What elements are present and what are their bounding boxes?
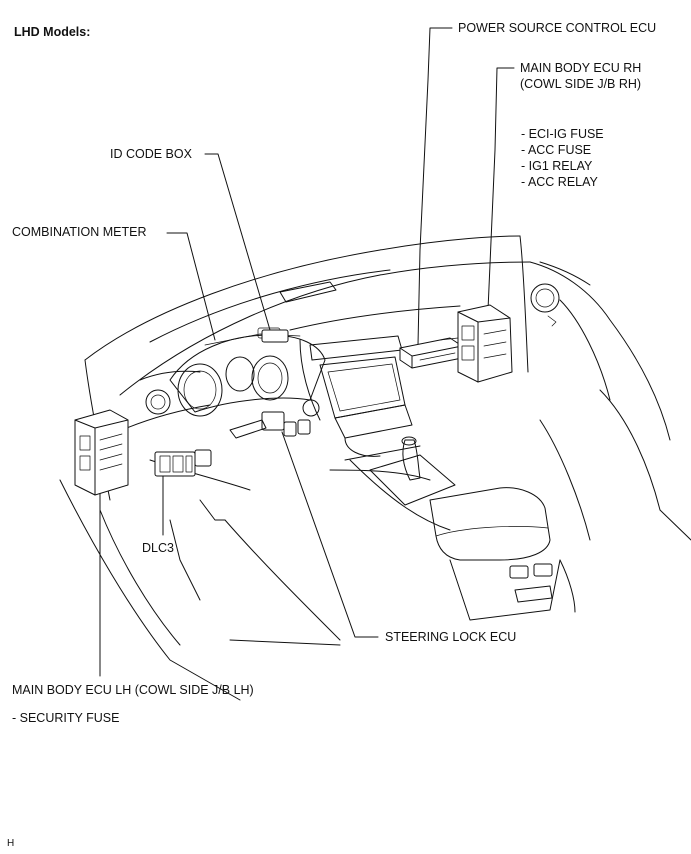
label-cowl-side-jb-rh: (COWL SIDE J/B RH) — [520, 77, 642, 91]
rh-item-ig1-relay: - IG1 RELAY — [521, 159, 593, 173]
label-steering-lock-ecu: STEERING LOCK ECU — [385, 630, 517, 644]
right-dash-and-door — [529, 261, 691, 541]
steering-lock-ecu-unit — [229, 411, 311, 439]
label-id-code-box: ID CODE BOX — [110, 147, 192, 161]
dlc3-connector — [154, 449, 212, 477]
label-combination-meter: COMBINATION METER — [12, 225, 147, 239]
leader-power-source-control-ecu — [417, 27, 453, 346]
leader-id-code-box — [204, 153, 271, 331]
label-security-fuse: - SECURITY FUSE — [12, 711, 120, 725]
rh-item-eci-ig-fuse: - ECI-IG FUSE — [521, 127, 604, 141]
label-main-body-ecu-rh: MAIN BODY ECU RH — [520, 61, 642, 75]
page-title: LHD Models: — [14, 25, 91, 39]
center-console — [349, 436, 576, 621]
rh-item-acc-relay: - ACC RELAY — [521, 175, 598, 189]
label-main-body-ecu-lh: MAIN BODY ECU LH (COWL SIDE J/B LH) — [12, 683, 254, 697]
leader-steering-lock-ecu — [281, 431, 379, 638]
rh-item-acc-fuse: - ACC FUSE — [521, 143, 592, 157]
main-body-ecu-rh-unit — [439, 304, 513, 383]
leader-lines — [99, 27, 515, 677]
footer-code: H — [7, 838, 15, 849]
label-dlc3: DLC3 — [142, 541, 174, 555]
left-dash-and-floor — [59, 359, 341, 701]
leader-main-body-ecu-rh — [487, 67, 515, 311]
power-source-control-ecu-unit — [399, 337, 463, 369]
id-code-box-unit — [261, 329, 289, 343]
label-power-source-control-ecu: POWER SOURCE CONTROL ECU — [458, 21, 657, 35]
leader-combination-meter — [166, 232, 216, 341]
combination-meter-cluster — [169, 327, 326, 417]
windshield-and-dash-top — [84, 235, 591, 421]
main-body-ecu-lh-unit — [74, 409, 129, 496]
